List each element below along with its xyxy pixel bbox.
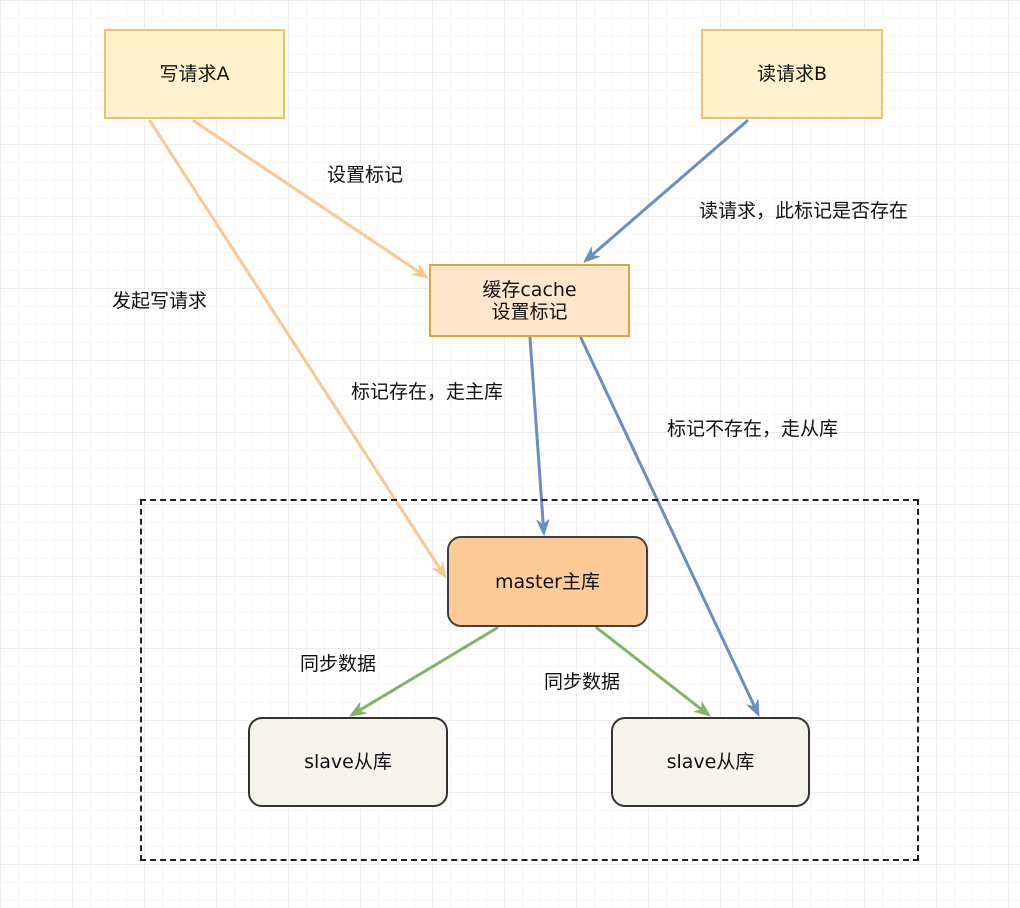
slave-db-node-right[interactable]: slave从库 — [611, 717, 810, 807]
edge-label-mark-not-exists: 标记不存在，走从库 — [667, 418, 839, 440]
edge-read-to-cache-arrowhead — [583, 247, 600, 263]
edge-label-sync-left: 同步数据 — [300, 653, 377, 675]
edge-label-set-mark: 设置标记 — [327, 164, 404, 186]
edge-write-to-cache-line — [192, 119, 420, 273]
edge-write-to-master-line — [148, 119, 441, 570]
edge-label-read-check-mark: 读请求，此标记是否存在 — [699, 200, 909, 222]
edge-cache-to-slave-line — [579, 336, 756, 707]
edge-read-to-cache-line — [591, 119, 749, 256]
edge-master-to-slave-right-arrowhead — [694, 701, 711, 717]
edge-master-to-slave-left — [349, 626, 499, 717]
edge-cache-to-master — [528, 336, 550, 536]
edge-master-to-slave-right — [595, 626, 711, 717]
slave-db-node-left[interactable]: slave从库 — [248, 717, 448, 807]
edge-write-to-master-arrowhead — [432, 561, 447, 579]
edge-write-to-cache — [192, 119, 429, 279]
edge-write-to-cache-arrowhead — [411, 264, 429, 279]
edge-label-sync-right: 同步数据 — [544, 671, 621, 693]
edge-label-initiate-write: 发起写请求 — [112, 290, 208, 312]
edge-cache-to-master-arrowhead — [536, 519, 550, 536]
edge-cache-to-slave-arrowhead — [746, 699, 760, 717]
edge-master-to-slave-left-line — [358, 626, 499, 712]
edge-master-to-slave-left-arrowhead — [349, 702, 367, 717]
write-request-node[interactable]: 写请求A — [104, 29, 285, 119]
edge-cache-to-master-line — [528, 336, 545, 525]
edge-cache-to-slave — [579, 336, 760, 717]
master-db-node[interactable]: master主库 — [447, 536, 648, 627]
edge-label-mark-exists: 标记存在，走主库 — [351, 381, 504, 403]
cache-node[interactable]: 缓存cache 设置标记 — [429, 264, 630, 337]
edge-read-to-cache — [583, 119, 749, 263]
database-cluster-boundary — [140, 499, 919, 861]
edge-write-to-master — [148, 119, 447, 579]
edge-master-to-slave-right-line — [595, 626, 703, 711]
read-request-node[interactable]: 读请求B — [701, 29, 883, 119]
